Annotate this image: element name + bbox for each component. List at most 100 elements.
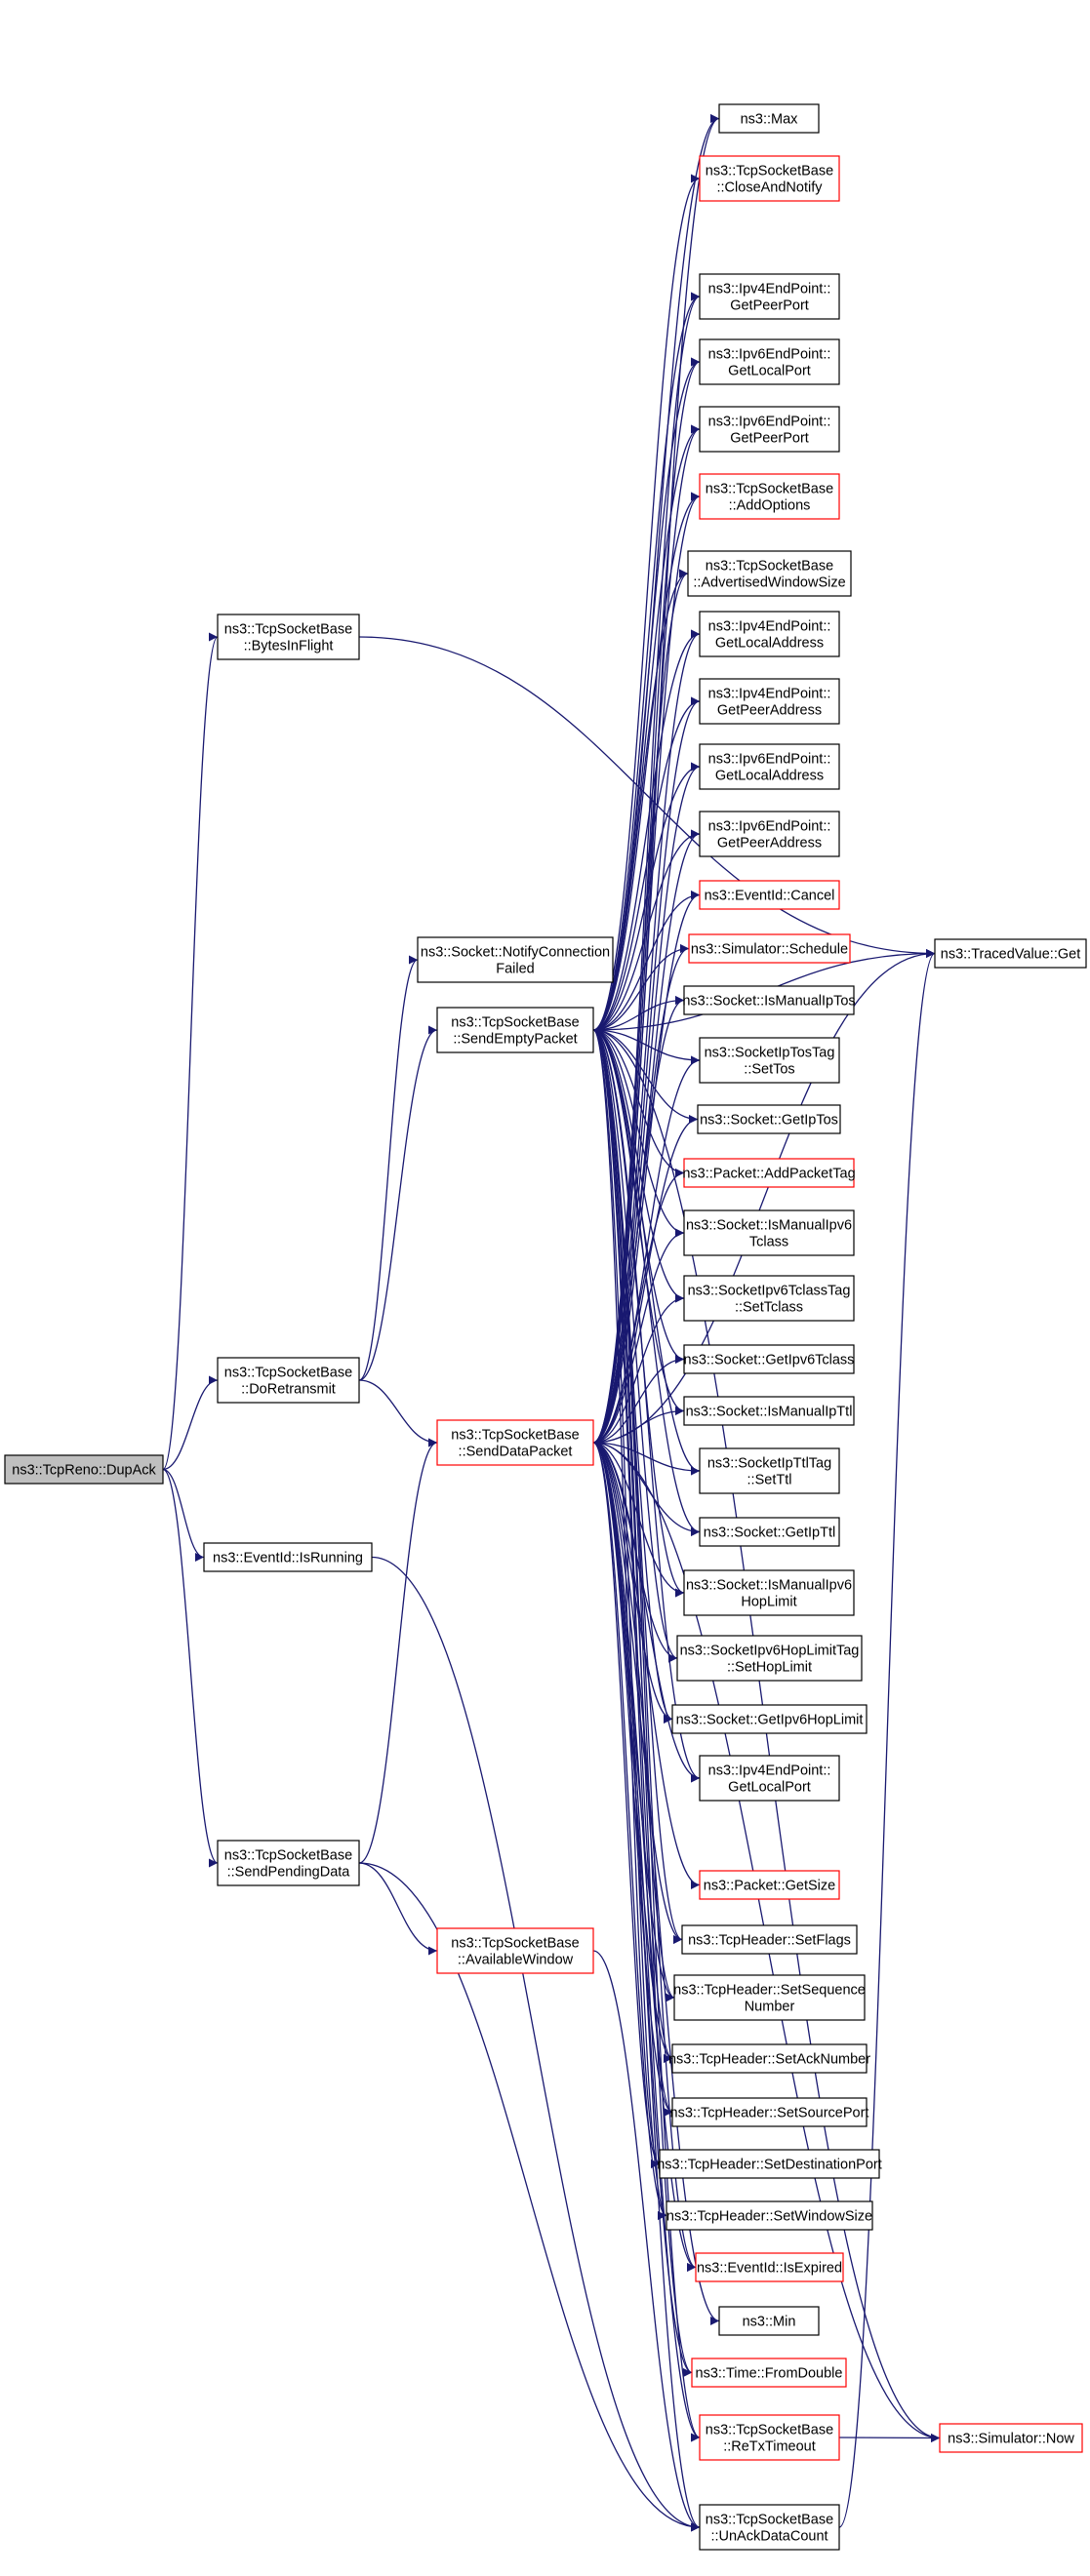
node-box bbox=[659, 2149, 880, 2179]
node-box bbox=[699, 155, 840, 202]
node-getv6tclass[interactable]: ns3::Socket::GetIpv6Tclass bbox=[683, 1344, 855, 1374]
node-senddata[interactable]: ns3::TcpSocketBase::SendDataPacket bbox=[436, 1419, 594, 1466]
node-label-line: ns3::TracedValue::Get bbox=[941, 947, 1080, 963]
node-label-line: ns3::TcpSocketBase bbox=[451, 1015, 579, 1031]
node-fromdouble[interactable]: ns3::Time::FromDouble bbox=[691, 2358, 847, 2388]
node-label-line: ns3::Max bbox=[741, 112, 799, 128]
node-isrunning[interactable]: ns3::EventId::IsRunning bbox=[203, 1542, 373, 1572]
node-box bbox=[699, 1870, 840, 1900]
node-box bbox=[699, 473, 840, 520]
node-box bbox=[417, 936, 614, 983]
node-label-line: ns3::TcpSocketBase bbox=[706, 2513, 833, 2528]
call-edge-senddata-to-setflags bbox=[592, 1442, 683, 1944]
node-setttl[interactable]: ns3::SocketIpTtlTag::SetTtl bbox=[699, 1447, 840, 1494]
node-label-line: ns3::TcpSocketBase bbox=[224, 1848, 352, 1864]
node-getipttl[interactable]: ns3::Socket::GetIpTtl bbox=[699, 1517, 840, 1547]
node-ismanualipttl[interactable]: ns3::Socket::IsManualIpTtl bbox=[683, 1396, 855, 1426]
node-v4localaddr[interactable]: ns3::Ipv4EndPoint::GetLocalAddress bbox=[699, 611, 840, 657]
node-box bbox=[217, 614, 360, 660]
node-label-line: ns3::Socket::IsManualIpv6 bbox=[686, 1578, 852, 1594]
node-box bbox=[699, 338, 840, 385]
node-box bbox=[699, 880, 840, 910]
node-setwin[interactable]: ns3::TcpHeader::SetWindowSize bbox=[666, 2200, 873, 2231]
node-getsize[interactable]: ns3::Packet::GetSize bbox=[699, 1870, 840, 1900]
node-schedule[interactable]: ns3::Simulator::Schedule bbox=[688, 933, 851, 964]
node-label-line: Number bbox=[745, 2000, 795, 2015]
node-cancel[interactable]: ns3::EventId::Cancel bbox=[699, 880, 840, 910]
node-addpackettag[interactable]: ns3::Packet::AddPacketTag bbox=[682, 1158, 856, 1188]
node-addoptions[interactable]: ns3::TcpSocketBase::AddOptions bbox=[699, 473, 840, 520]
node-simnow[interactable]: ns3::Simulator::Now bbox=[939, 2423, 1083, 2453]
node-label-line: ::CloseAndNotify bbox=[717, 180, 824, 196]
call-edge-senddata-to-v4localaddr bbox=[592, 629, 701, 1444]
node-label-line: ::SendDataPacket bbox=[459, 1445, 573, 1460]
node-label-line: ns3::Simulator::Now bbox=[948, 2432, 1074, 2447]
node-v4localport[interactable]: ns3::Ipv4EndPoint::GetLocalPort bbox=[699, 1755, 840, 1802]
node-label-line: ns3::SocketIpTtlTag bbox=[707, 1456, 831, 1472]
node-sethoplimit[interactable]: ns3::SocketIpv6HopLimitTag::SetHopLimit bbox=[676, 1635, 863, 1682]
node-v6localport[interactable]: ns3::Ipv6EndPoint::GetLocalPort bbox=[699, 338, 840, 385]
node-ismanualiptos[interactable]: ns3::Socket::IsManualIpTos bbox=[682, 985, 856, 1015]
node-max[interactable]: ns3::Max bbox=[718, 103, 820, 134]
node-retxtimeout[interactable]: ns3::TcpSocketBase::ReTxTimeout bbox=[699, 2414, 840, 2461]
node-v4peerport[interactable]: ns3::Ipv4EndPoint::GetPeerPort bbox=[699, 273, 840, 320]
node-label-line: ::AdvertisedWindowSize bbox=[693, 575, 845, 591]
node-label-line: ns3::TcpSocketBase bbox=[451, 1936, 579, 1952]
node-box bbox=[934, 938, 1087, 969]
node-sendempty[interactable]: ns3::TcpSocketBase::SendEmptyPacket bbox=[436, 1007, 594, 1053]
node-label-line: ns3::Socket::GetIpv6HopLimit bbox=[676, 1713, 864, 1728]
node-closenotify[interactable]: ns3::TcpSocketBase::CloseAndNotify bbox=[699, 155, 840, 202]
node-label-line: ::UnAckDataCount bbox=[710, 2529, 828, 2545]
node-label-line: GetPeerPort bbox=[730, 431, 809, 447]
node-box bbox=[683, 1569, 855, 1616]
node-label-line: GetLocalAddress bbox=[715, 769, 824, 784]
node-setsrc[interactable]: ns3::TcpHeader::SetSourcePort bbox=[670, 2097, 869, 2127]
node-getv6hop[interactable]: ns3::Socket::GetIpv6HopLimit bbox=[671, 1704, 868, 1734]
node-label-line: Tclass bbox=[749, 1235, 788, 1250]
node-label-line: ns3::EventId::Cancel bbox=[705, 889, 835, 904]
node-sendpending[interactable]: ns3::TcpSocketBase::SendPendingData bbox=[217, 1840, 360, 1886]
node-bytesinflight[interactable]: ns3::TcpSocketBase::BytesInFlight bbox=[217, 614, 360, 660]
node-box bbox=[699, 811, 840, 857]
node-unackcount[interactable]: ns3::TcpSocketBase::UnAckDataCount bbox=[699, 2504, 840, 2551]
node-v6peeraddr[interactable]: ns3::Ipv6EndPoint::GetPeerAddress bbox=[699, 811, 840, 857]
call-edge-sendempty-to-sethoplimit bbox=[592, 1029, 678, 1663]
node-isexpired[interactable]: ns3::EventId::IsExpired bbox=[695, 2252, 844, 2282]
node-settclass[interactable]: ns3::SocketIpv6TclassTag::SetTclass bbox=[683, 1275, 855, 1322]
node-setflags[interactable]: ns3::TcpHeader::SetFlags bbox=[681, 1924, 858, 1955]
node-settos[interactable]: ns3::SocketIpTosTag::SetTos bbox=[699, 1037, 840, 1084]
node-setdst[interactable]: ns3::TcpHeader::SetDestinationPort bbox=[657, 2149, 882, 2179]
node-setack[interactable]: ns3::TcpHeader::SetAckNumber bbox=[668, 2043, 870, 2074]
call-edge-sendempty-to-setwin bbox=[592, 1029, 667, 2220]
call-edge-sendempty-to-v4localport bbox=[592, 1029, 701, 1783]
call-edge-senddata-to-addoptions bbox=[592, 492, 701, 1444]
node-tracedget[interactable]: ns3::TracedValue::Get bbox=[934, 938, 1087, 969]
node-v6peerport[interactable]: ns3::Ipv6EndPoint::GetPeerPort bbox=[699, 406, 840, 453]
node-label-line: HopLimit bbox=[741, 1595, 796, 1610]
call-edge-sendpending-to-availwin bbox=[358, 1862, 438, 1956]
node-label-line: ns3::Packet::AddPacketTag bbox=[682, 1167, 855, 1182]
call-edge-sendempty-to-getiptos bbox=[592, 1029, 699, 1124]
node-min[interactable]: ns3::Min bbox=[718, 2306, 820, 2336]
call-edge-dupack-to-doretransmit bbox=[162, 1375, 219, 1471]
node-v6localaddr[interactable]: ns3::Ipv6EndPoint::GetLocalAddress bbox=[699, 743, 840, 790]
node-v4peeraddr[interactable]: ns3::Ipv4EndPoint::GetPeerAddress bbox=[699, 678, 840, 725]
call-edges bbox=[162, 114, 941, 2532]
node-dupack[interactable]: ns3::TcpReno::DupAck bbox=[4, 1454, 164, 1485]
node-label-line: ns3::TcpSocketBase bbox=[451, 1428, 579, 1444]
node-advwin[interactable]: ns3::TcpSocketBase::AdvertisedWindowSize bbox=[687, 550, 852, 597]
node-availwin[interactable]: ns3::TcpSocketBase::AvailableWindow bbox=[436, 1927, 594, 1974]
node-label-line: ns3::Socket::GetIpTtl bbox=[704, 1526, 835, 1541]
node-label-line: ns3::Socket::IsManualIpv6 bbox=[686, 1218, 852, 1234]
node-box bbox=[688, 933, 851, 964]
call-edge-sendempty-to-getipttl bbox=[592, 1029, 701, 1536]
node-doretransmit[interactable]: ns3::TcpSocketBase::DoRetransmit bbox=[217, 1357, 360, 1404]
node-label-line: ns3::TcpSocketBase bbox=[706, 2423, 833, 2438]
node-box bbox=[699, 2504, 840, 2551]
node-getiptos[interactable]: ns3::Socket::GetIpTos bbox=[697, 1104, 841, 1134]
node-box bbox=[203, 1542, 373, 1572]
